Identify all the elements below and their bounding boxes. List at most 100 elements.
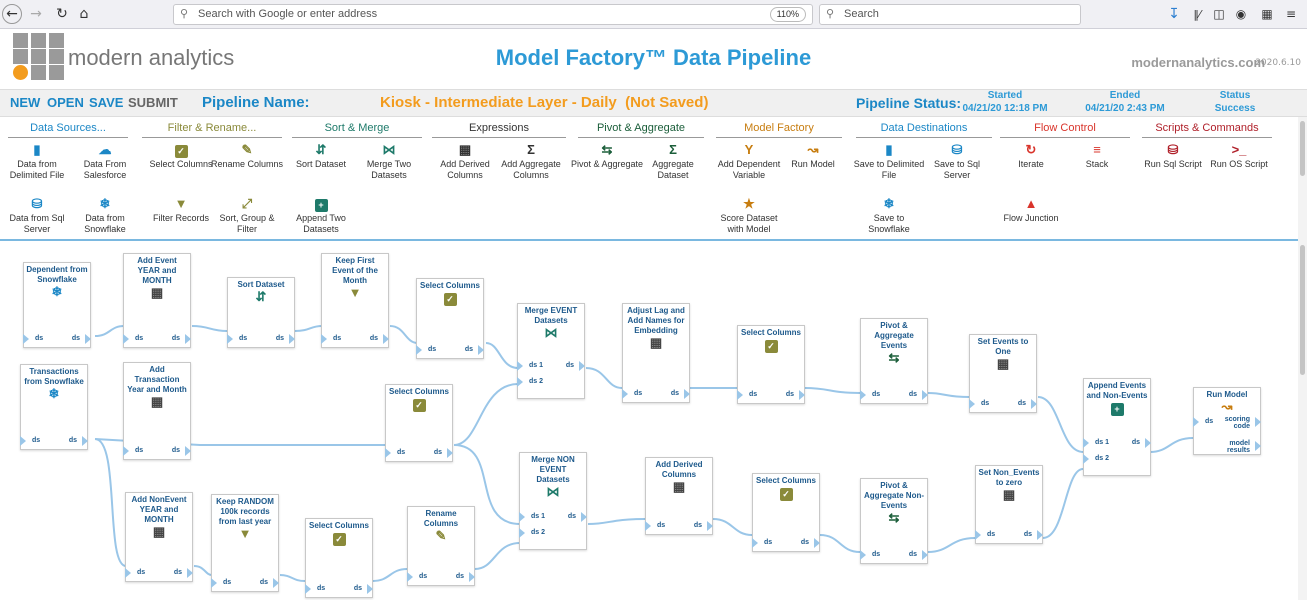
tool-sort-group-filter[interactable]: ⤢Sort, Group & Filter	[210, 197, 284, 235]
menu-icon[interactable]: ≡	[1285, 7, 1297, 21]
output-port[interactable]	[707, 521, 713, 531]
home-icon[interactable]: ⌂	[79, 6, 89, 22]
output-port[interactable]	[447, 448, 453, 458]
palette-scrollbar[interactable]	[1298, 117, 1307, 241]
input-port[interactable]	[211, 578, 217, 588]
input-port[interactable]	[752, 538, 758, 548]
output-port[interactable]	[273, 578, 279, 588]
tool-save-to-delimited-file[interactable]: ▮Save to Delimited File	[852, 143, 926, 181]
input-port[interactable]	[737, 390, 743, 400]
tool-data-from-sql-server[interactable]: ⛁Data from Sql Server	[0, 197, 74, 235]
tool-rename-columns[interactable]: ✎Rename Columns	[210, 143, 284, 170]
tool-filter-records[interactable]: ▼Filter Records	[144, 197, 218, 224]
zoom-indicator[interactable]: 110%	[769, 7, 806, 22]
input-port[interactable]	[517, 377, 523, 387]
tool-pivot-aggregate[interactable]: ⇆Pivot & Aggregate	[570, 143, 644, 170]
output-port[interactable]	[469, 572, 475, 582]
output-port[interactable]	[922, 550, 928, 560]
url-input[interactable]: ⚲ Search with Google or enter address 11…	[173, 4, 813, 25]
output-port[interactable]	[478, 345, 484, 355]
input-port[interactable]	[321, 334, 327, 344]
output-port[interactable]	[581, 512, 587, 522]
tool-data-from-salesforce[interactable]: ☁Data From Salesforce	[68, 143, 142, 181]
forward-icon[interactable]: →	[30, 6, 42, 22]
tool-score-dataset-with-model[interactable]: ★Score Dataset with Model	[712, 197, 786, 235]
output-port[interactable]	[367, 584, 373, 594]
input-port[interactable]	[1083, 454, 1089, 464]
pipeline-name[interactable]: Kiosk - Intermediate Layer - Daily (Not …	[380, 94, 708, 111]
tool-select-columns[interactable]: ✓Select Columns	[144, 143, 218, 170]
extensions-icon[interactable]: ▦	[1261, 7, 1273, 21]
tool-iterate[interactable]: ↻Iterate	[994, 143, 1068, 170]
tool-merge-two-datasets[interactable]: ⋈Merge Two Datasets	[352, 143, 426, 181]
output-port[interactable]	[85, 334, 91, 344]
output-port[interactable]	[187, 568, 193, 578]
output-port[interactable]	[383, 334, 389, 344]
browser-search-input[interactable]: ⚲ Search	[819, 4, 1081, 25]
output-port[interactable]	[1145, 438, 1151, 448]
input-port[interactable]	[416, 345, 422, 355]
save-button[interactable]: SAVE	[89, 95, 124, 110]
output-port[interactable]	[814, 538, 820, 548]
tool-data-from-snowflake[interactable]: ❄Data from Snowflake	[68, 197, 142, 235]
output-port[interactable]	[922, 390, 928, 400]
tool-append-two-datasets[interactable]: +Append Two Datasets	[284, 197, 358, 235]
input-port[interactable]	[20, 436, 26, 446]
tool-stack[interactable]: ≡Stack	[1060, 143, 1134, 170]
input-port[interactable]	[645, 521, 651, 531]
pipeline-node[interactable]: Keep RANDOM 100k records from last year▼…	[211, 494, 279, 592]
input-port[interactable]	[23, 334, 29, 344]
input-port[interactable]	[385, 448, 391, 458]
input-port[interactable]	[1193, 417, 1199, 427]
input-port[interactable]	[622, 389, 628, 399]
input-port[interactable]	[517, 361, 523, 371]
input-port[interactable]	[125, 568, 131, 578]
input-port[interactable]	[407, 572, 413, 582]
tool-run-model[interactable]: ↝Run Model	[776, 143, 850, 170]
output-port[interactable]	[1031, 399, 1037, 409]
input-port[interactable]	[860, 390, 866, 400]
reload-icon[interactable]: ↻	[56, 6, 68, 22]
output-port[interactable]	[289, 334, 295, 344]
input-port[interactable]	[227, 334, 233, 344]
input-port[interactable]	[123, 334, 129, 344]
output-port[interactable]	[1255, 441, 1261, 451]
back-icon[interactable]: ←	[2, 4, 22, 24]
tool-run-os-script[interactable]: >_Run OS Script	[1202, 143, 1276, 170]
output-port[interactable]	[1255, 417, 1261, 427]
input-port[interactable]	[123, 446, 129, 456]
tool-add-derived-columns[interactable]: ▦Add Derived Columns	[428, 143, 502, 181]
pipeline-node[interactable]: Adjust Lag and Add Names for Embedding▦d…	[622, 303, 690, 403]
tool-run-sql-script[interactable]: ⛁Run Sql Script	[1136, 143, 1210, 170]
input-port[interactable]	[519, 512, 525, 522]
input-port[interactable]	[519, 528, 525, 538]
tool-save-to-sql-server[interactable]: ⛁Save to Sql Server	[920, 143, 994, 181]
download-icon[interactable]: ↧	[1168, 6, 1180, 22]
output-port[interactable]	[185, 334, 191, 344]
new-button[interactable]: NEW	[10, 95, 41, 110]
submit-button[interactable]: SUBMIT	[128, 95, 178, 110]
library-icon[interactable]: ‖⁄	[1193, 7, 1201, 21]
input-port[interactable]	[860, 550, 866, 560]
canvas-scrollbar[interactable]	[1298, 241, 1307, 600]
input-port[interactable]	[969, 399, 975, 409]
